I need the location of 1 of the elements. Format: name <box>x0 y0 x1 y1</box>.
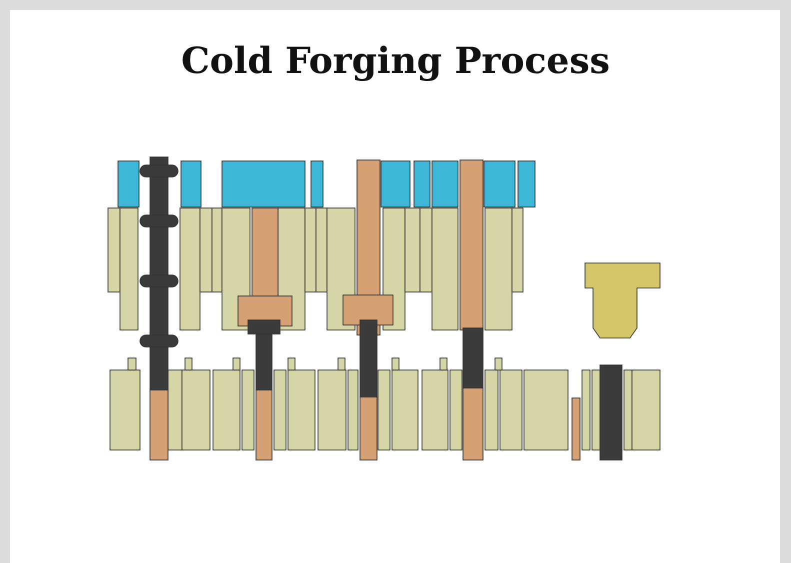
title: Cold Forging Process <box>180 40 611 82</box>
